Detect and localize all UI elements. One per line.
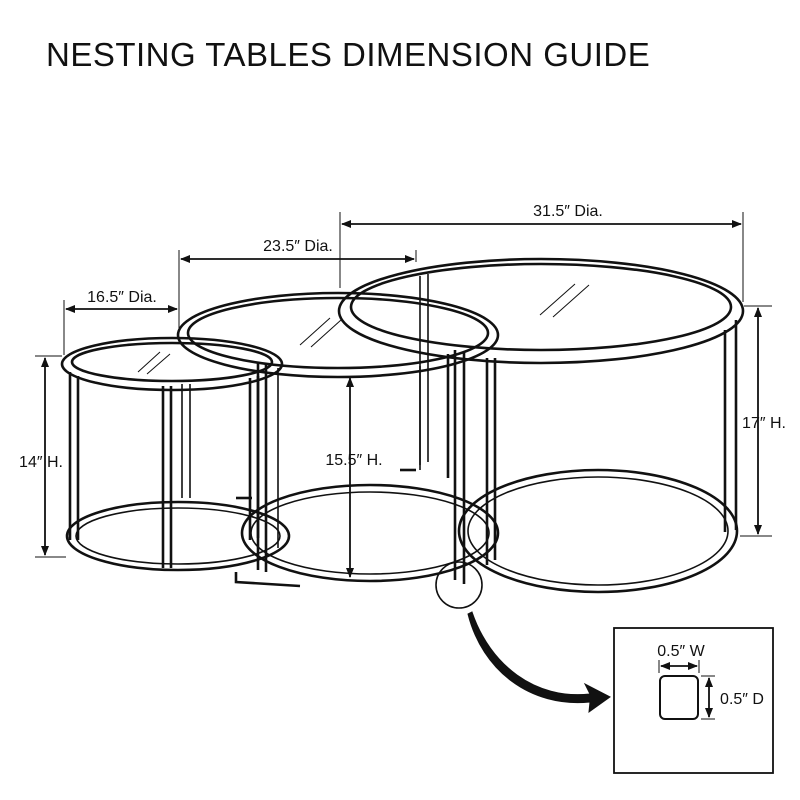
- small-diameter-dimension: [63, 300, 180, 355]
- medium-height-label: 15.5″ H.: [325, 452, 382, 469]
- small-height-dimension: [35, 355, 66, 558]
- small-height-label: 14″ H.: [19, 454, 63, 471]
- medium-diameter-dimension: [178, 250, 417, 328]
- large-height-label: 17″ H.: [742, 415, 786, 432]
- large-table: [337, 257, 745, 594]
- detail-pointer-arrow: [467, 611, 611, 714]
- detail-width-label: 0.5″ W: [657, 643, 705, 660]
- medium-table: [176, 291, 500, 588]
- large-diameter-dimension: [339, 212, 744, 302]
- small-table: [60, 336, 291, 572]
- large-height-dimension: [740, 305, 772, 537]
- medium-diameter-label: 23.5″ Dia.: [263, 238, 333, 255]
- page-title: NESTING TABLES DIMENSION GUIDE: [46, 36, 651, 73]
- detail-callout-circle: [435, 561, 483, 609]
- leg-cross-section: [659, 675, 699, 720]
- detail-inset: 0.5″ W 0.5″ D: [613, 627, 774, 774]
- small-diameter-label: 16.5″ Dia.: [87, 289, 157, 306]
- detail-depth-label: 0.5″ D: [720, 691, 764, 708]
- large-diameter-label: 31.5″ Dia.: [533, 203, 603, 220]
